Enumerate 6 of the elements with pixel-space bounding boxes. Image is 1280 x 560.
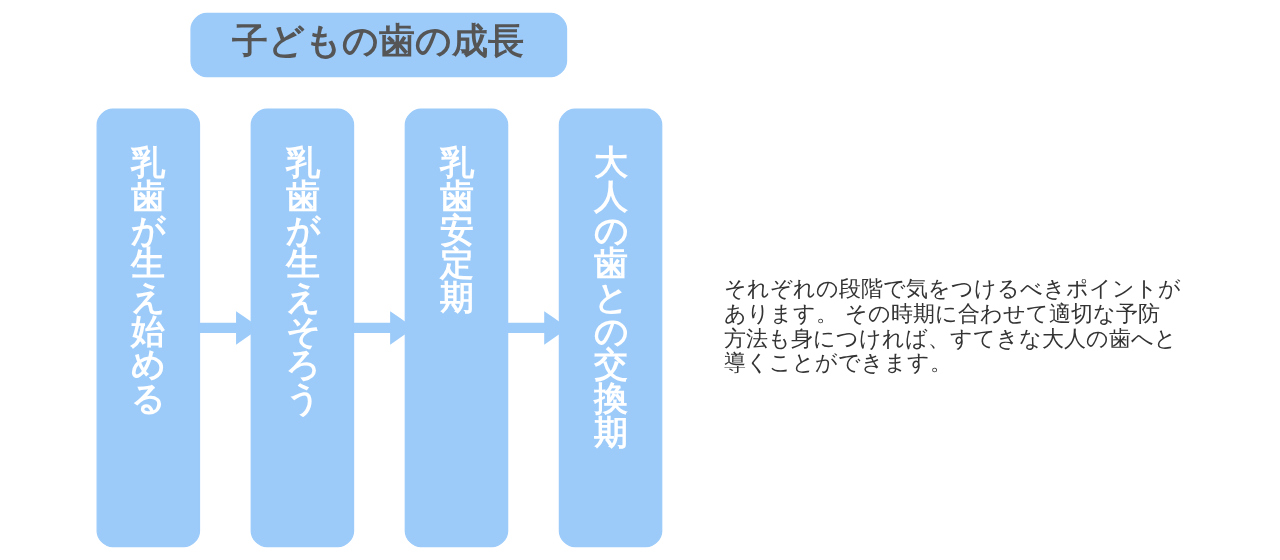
- node-box: 子どもの歯の成長: [190, 12, 568, 78]
- node-box: 大人の歯との交換期: [558, 108, 663, 548]
- node-box: 乳歯が生えそろう: [250, 108, 355, 548]
- label: それぞれの段階で気をつけるべきポイントがあります。 その時期に合わせて適切な予防方法も身につければ、すてきな大人の歯へと導くことができます。: [724, 276, 1182, 376]
- node-box: 乳歯が生え始める: [96, 108, 201, 548]
- node-box: 乳歯安定期: [404, 108, 509, 548]
